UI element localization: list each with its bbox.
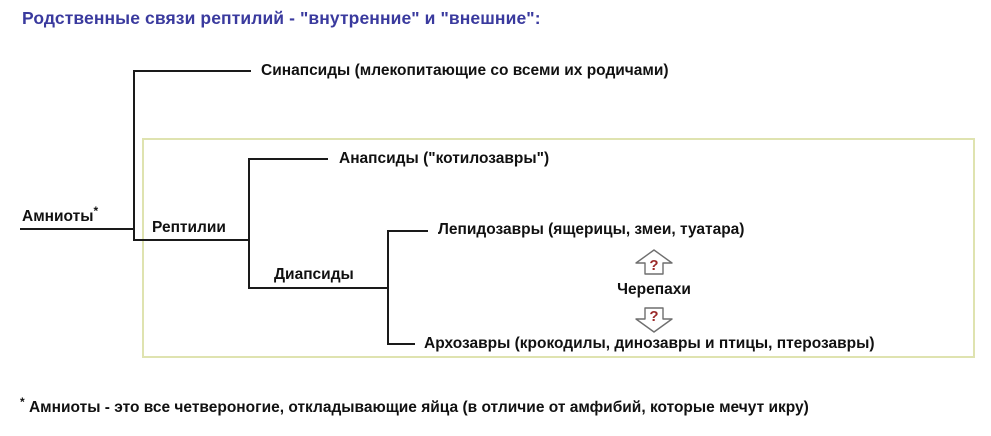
- branch-reptilia: [133, 239, 250, 241]
- question-arrow-up-icon: ?: [633, 248, 675, 276]
- reptilia-group-box: [142, 138, 975, 358]
- question-mark-up: ?: [649, 257, 659, 274]
- node-label-reptilia: Рептилии: [149, 220, 229, 236]
- root-label-text: Амниоты: [22, 208, 94, 226]
- taxon-archosaurs: Архозавры (крокодилы, динозавры и птицы,…: [424, 335, 875, 352]
- node-amniota-vertical: [133, 70, 135, 240]
- root-label-amniotes: Амниоты*: [22, 205, 98, 225]
- branch-archosaurs: [387, 343, 415, 345]
- branch-synapsids: [133, 70, 251, 72]
- footnote: * Амниоты - это все четвероногие, отклад…: [20, 396, 809, 416]
- footnote-text: Амниоты - это все четвероногие, откладыв…: [28, 399, 809, 417]
- branch-lepidosaurs: [387, 230, 428, 232]
- taxon-anapsids: Анапсиды ("котилозавры"): [339, 150, 550, 167]
- page-title: Родственные связи рептилий - "внутренние…: [22, 8, 541, 28]
- taxon-synapsids: Синапсиды (млекопитающие со всеми их род…: [261, 62, 669, 79]
- question-mark-down: ?: [649, 308, 659, 325]
- taxon-lepidosaurs: Лепидозавры (ящерицы, змеи, туатара): [438, 221, 745, 238]
- branch-root-amniotes: [20, 228, 135, 230]
- turtles-uncertain-placement-group: ? Черепахи ?: [595, 248, 713, 340]
- node-label-diapsida: Диапсиды: [271, 267, 357, 283]
- branch-anapsids: [248, 158, 328, 160]
- taxon-turtles: Черепахи: [617, 281, 691, 298]
- node-diapsida-vertical: [387, 230, 389, 344]
- question-arrow-down-icon: ?: [633, 306, 675, 334]
- branch-diapsida: [248, 287, 389, 289]
- root-footnote-marker: *: [93, 204, 99, 218]
- node-reptilia-vertical: [248, 158, 250, 288]
- footnote-marker: *: [20, 395, 25, 409]
